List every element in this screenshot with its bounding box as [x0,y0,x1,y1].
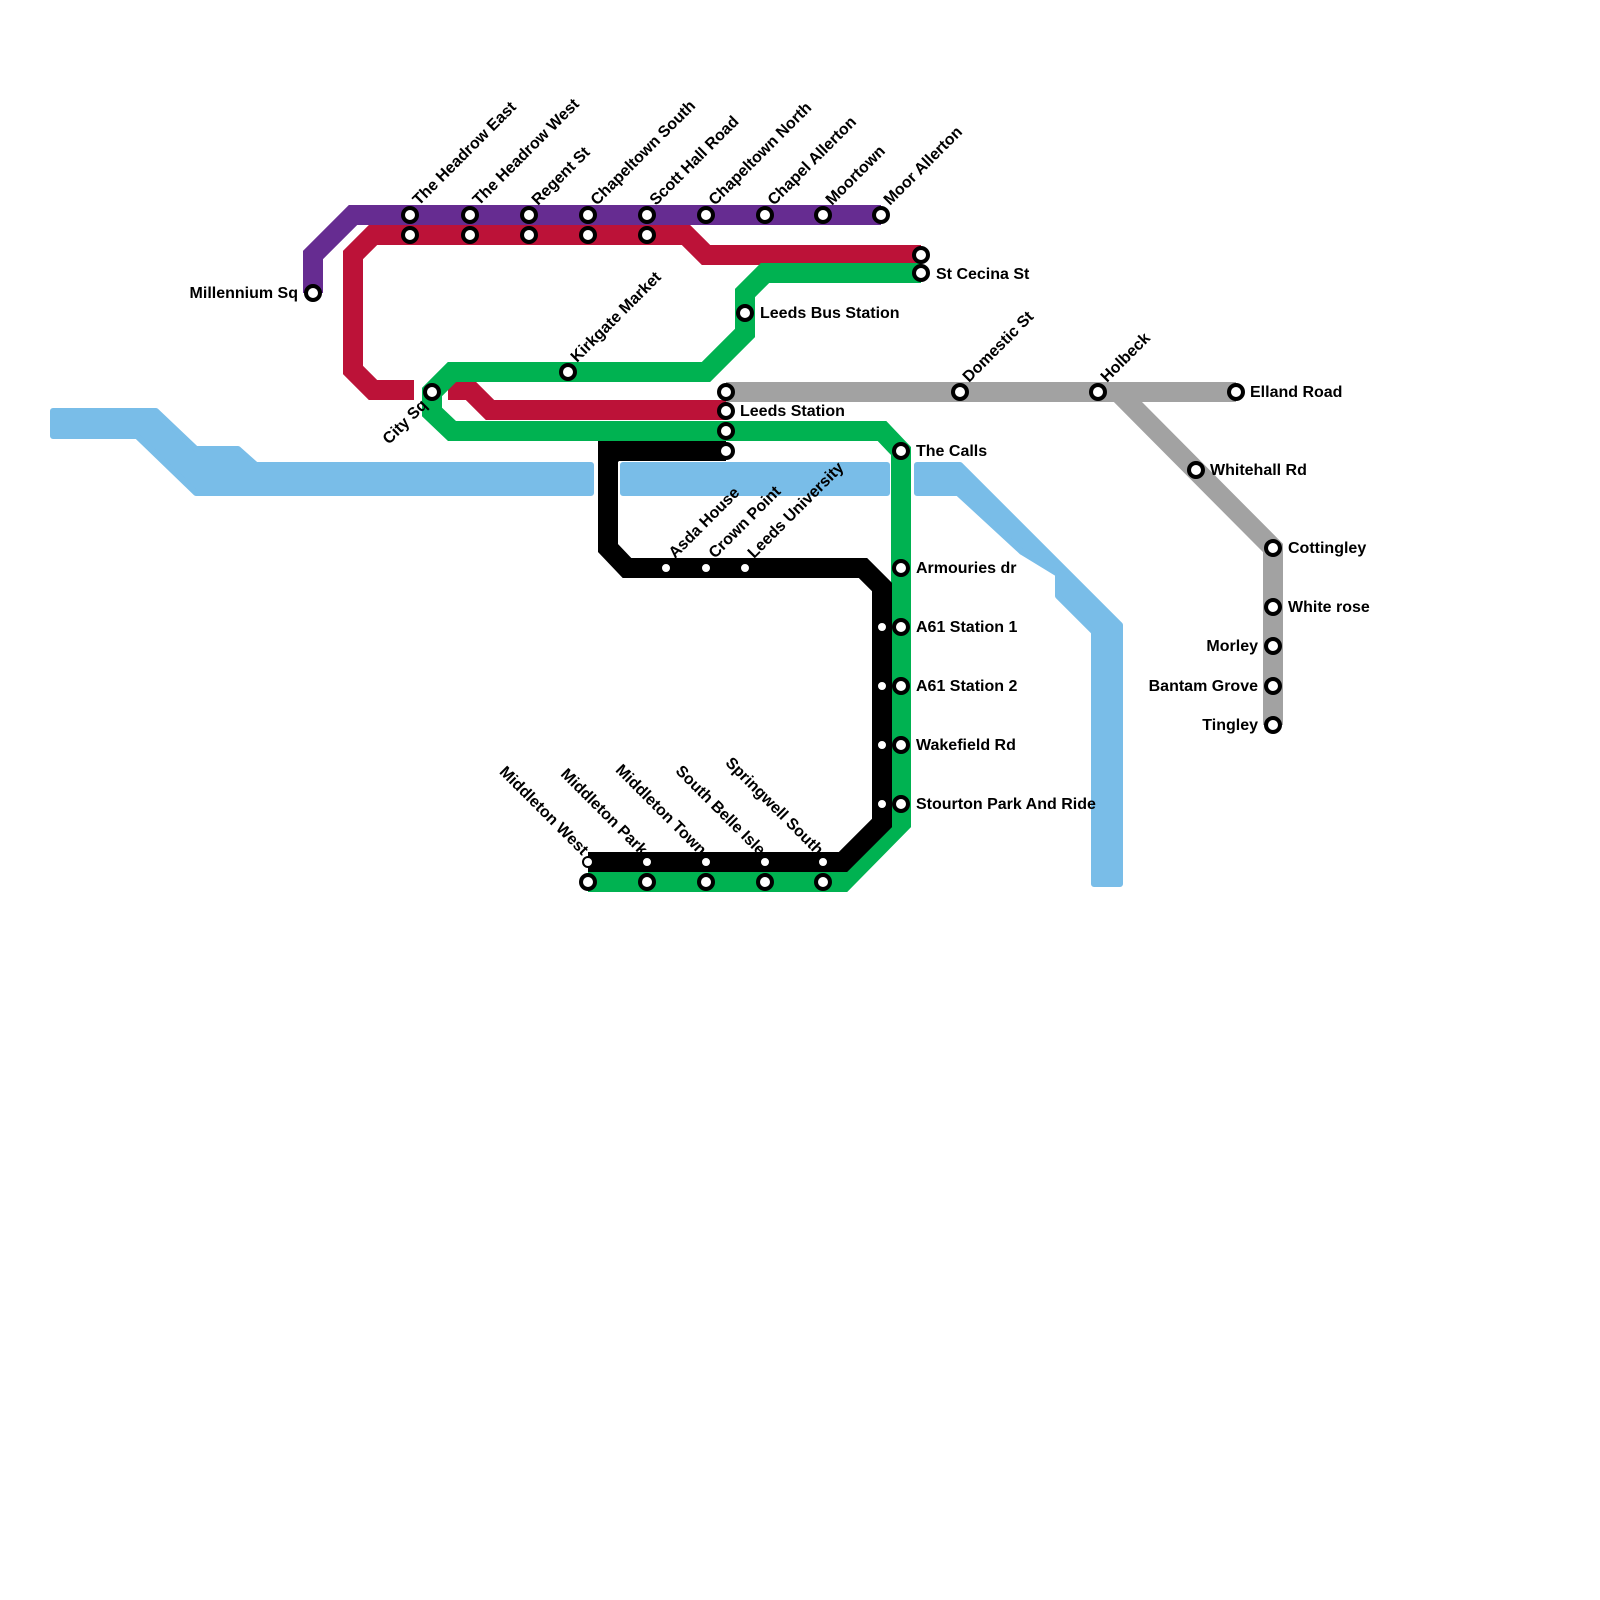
label-millennium-sq: Millennium Sq [190,285,298,302]
label-chapeltown-south: Chapeltown South [588,98,699,209]
station-scott-hall-road[interactable] [638,206,656,224]
station-middleton-town-black[interactable] [700,856,712,868]
station-asda-house[interactable] [660,562,672,574]
station-springwell-south-black[interactable] [817,856,829,868]
red-line-south [448,380,726,420]
station-elland-road[interactable] [1227,383,1245,401]
label-morley: Morley [1206,638,1258,655]
station-morley[interactable] [1264,637,1282,655]
label-springwell-south: Springwell South [722,754,826,858]
station-a61-1[interactable] [892,618,910,636]
station-springwell-south-green[interactable] [814,873,832,891]
station-domestic-st[interactable] [951,383,969,401]
station-white-rose[interactable] [1264,598,1282,616]
station-the-calls[interactable] [892,442,910,460]
station-bantam-grove[interactable] [1264,677,1282,695]
label-kirkgate-market: Kirkgate Market [568,268,665,365]
station-leeds-university[interactable] [739,562,751,574]
grey-line-branch [1110,384,1283,725]
station-tingley[interactable] [1264,716,1282,734]
river-east [914,462,1123,887]
station-headrow-west[interactable] [461,206,479,224]
label-chapeltown-north: Chapeltown North [706,99,815,208]
label-white-rose: White rose [1288,599,1370,616]
station-leeds-red[interactable] [717,402,735,420]
label-leeds-station: Leeds Station [740,403,845,420]
station-a61-1-black[interactable] [876,621,888,633]
station-chapeltown-south-red[interactable] [579,226,597,244]
station-st-cecina-red[interactable] [912,246,930,264]
label-tingley: Tingley [1202,717,1258,734]
station-middleton-park-green[interactable] [638,873,656,891]
label-leeds-bus-station: Leeds Bus Station [760,305,900,322]
label-city-sq: City Sq [380,397,431,448]
label-st-cecina-st: St Cecina St [936,266,1030,283]
label-domestic-st: Domestic St [960,308,1038,386]
station-headrow-east[interactable] [401,206,419,224]
river-middle [620,462,890,496]
station-leeds-grey[interactable] [717,383,735,401]
station-stourton-black[interactable] [876,798,888,810]
station-south-belle-isle-black[interactable] [759,856,771,868]
red-line [343,225,921,400]
station-leeds-bus-station[interactable] [736,304,754,322]
station-cottingley[interactable] [1264,539,1282,557]
station-headrow-east-red[interactable] [401,226,419,244]
label-the-calls: The Calls [916,443,987,460]
station-middleton-west-green[interactable] [579,873,597,891]
river [50,408,1123,887]
station-wakefield-rd[interactable] [892,736,910,754]
station-st-cecina-st[interactable] [912,264,930,282]
river-west [50,408,594,496]
station-chapel-allerton[interactable] [756,206,774,224]
station-chapeltown-north[interactable] [697,206,715,224]
station-whitehall-rd[interactable] [1187,461,1205,479]
station-stourton[interactable] [892,795,910,813]
station-moor-allerton[interactable] [872,206,890,224]
station-leeds-green[interactable] [717,422,735,440]
label-regent-st: Regent St [529,144,594,209]
label-whitehall-rd: Whitehall Rd [1210,462,1307,479]
station-chapeltown-south[interactable] [579,206,597,224]
purple-line [303,205,881,293]
station-headrow-west-red[interactable] [461,226,479,244]
station-middleton-west-black[interactable] [582,856,594,868]
station-crown-point[interactable] [700,562,712,574]
label-headrow-west: The Headrow West [470,95,584,209]
label-holbeck: Holbeck [1098,330,1154,386]
label-armouries-dr: Armouries dr [916,560,1016,577]
label-moor-allerton: Moor Allerton [881,124,966,209]
station-leeds-black[interactable] [717,442,735,460]
station-wakefield-black[interactable] [876,739,888,751]
station-regent-st-red[interactable] [520,226,538,244]
label-a61-1: A61 Station 1 [916,619,1017,636]
station-middleton-park-black[interactable] [641,856,653,868]
green-line [422,263,921,892]
station-regent-st[interactable] [520,206,538,224]
label-bantam-grove: Bantam Grove [1149,678,1258,695]
station-a61-2[interactable] [892,677,910,695]
stations [304,206,1282,891]
station-city-sq[interactable] [423,383,441,401]
label-wakefield-rd: Wakefield Rd [916,737,1016,754]
label-a61-2: A61 Station 2 [916,678,1017,695]
black-line-corner [598,441,640,480]
station-armouries-dr[interactable] [892,559,910,577]
station-holbeck[interactable] [1089,383,1107,401]
label-stourton: Stourton Park And Ride [916,796,1096,813]
label-headrow-east: The Headrow East [410,98,521,209]
station-kirkgate-market[interactable] [559,363,577,381]
label-cottingley: Cottingley [1288,540,1366,557]
station-south-belle-isle-green[interactable] [756,873,774,891]
station-moortown[interactable] [814,206,832,224]
station-millennium-sq[interactable] [304,284,322,302]
label-elland-road: Elland Road [1250,384,1342,401]
station-a61-2-black[interactable] [876,680,888,692]
station-middleton-town-green[interactable] [697,873,715,891]
black-line [588,441,892,872]
station-scott-hall-road-red[interactable] [638,226,656,244]
